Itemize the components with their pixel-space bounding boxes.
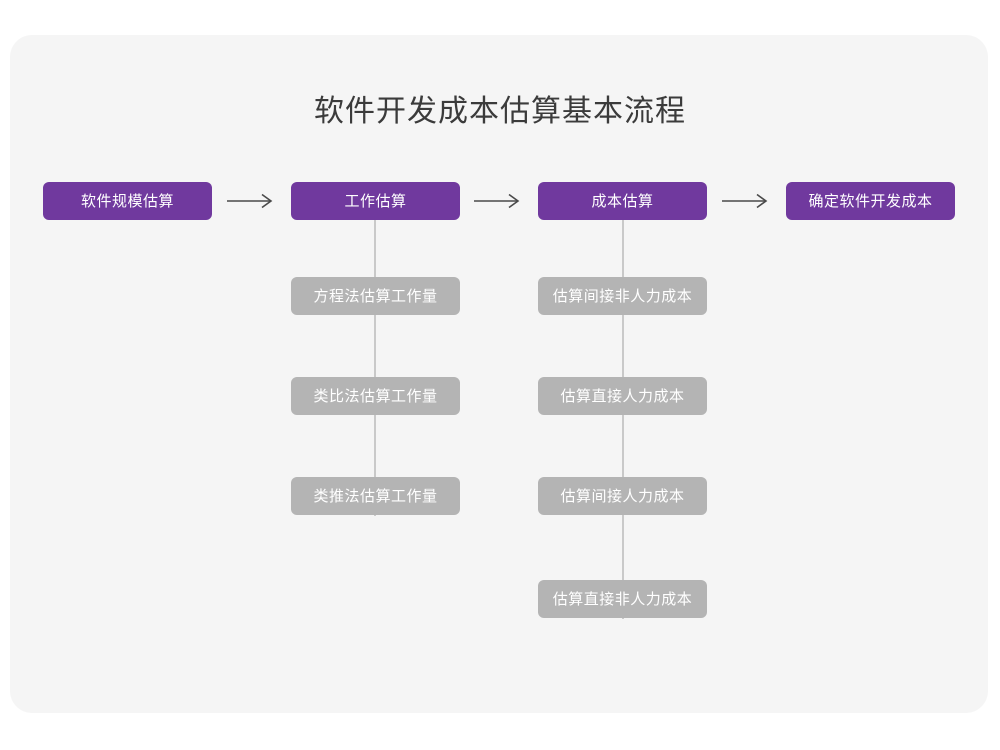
flow-node-work-estimation[interactable]: 工作估算 [291,182,460,220]
flow-node-cost-estimation[interactable]: 成本估算 [538,182,707,220]
branch-node-inference-method-effort[interactable]: 类推法估算工作量 [291,477,460,515]
branch-node-analogy-method-effort[interactable]: 类比法估算工作量 [291,377,460,415]
branch-node-direct-labor-cost[interactable]: 估算直接人力成本 [538,377,707,415]
arrow-right-icon-2 [469,182,529,220]
branch-node-equation-method-effort[interactable]: 方程法估算工作量 [291,277,460,315]
arrow-right-icon-1 [222,182,282,220]
diagram-panel [10,35,988,713]
flow-node-software-scale-estimation[interactable]: 软件规模估算 [43,182,212,220]
arrow-right-icon-3 [717,182,777,220]
connector-line-cost-estimation [622,219,624,619]
branch-node-direct-nonlabor-cost[interactable]: 估算直接非人力成本 [538,580,707,618]
connector-line-work-estimation [374,219,376,516]
branch-node-indirect-nonlabor-cost[interactable]: 估算间接非人力成本 [538,277,707,315]
page-title: 软件开发成本估算基本流程 [314,95,686,128]
flow-node-determine-development-cost[interactable]: 确定软件开发成本 [786,182,955,220]
branch-node-indirect-labor-cost[interactable]: 估算间接人力成本 [538,477,707,515]
